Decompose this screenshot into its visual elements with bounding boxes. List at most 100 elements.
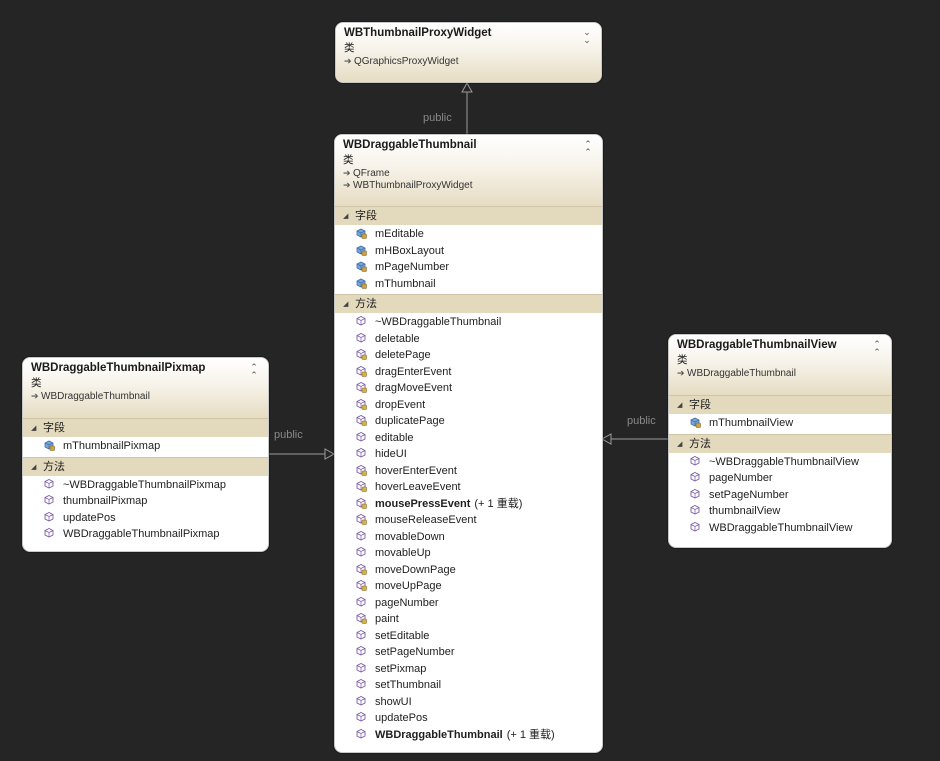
protected-method-icon xyxy=(355,398,367,410)
public-method-icon xyxy=(355,332,367,344)
method-item[interactable]: setPageNumber xyxy=(669,487,891,504)
field-item[interactable]: mThumbnailView xyxy=(669,415,891,432)
fields-section-header[interactable]: ◢字段 xyxy=(23,418,268,437)
overload-count: (+ 1 重载) xyxy=(506,728,555,741)
method-item[interactable]: showUI xyxy=(335,694,602,711)
public-method-icon xyxy=(355,629,367,641)
method-name: hoverLeaveEvent xyxy=(375,481,461,493)
class-kind: 类 xyxy=(677,354,688,366)
method-name: dragEnterEvent xyxy=(375,365,452,378)
chevron-double-down-icon[interactable]: ⌄⌄ xyxy=(583,27,591,45)
fields-section-header[interactable]: ◢字段 xyxy=(669,395,891,414)
method-item[interactable]: hideUI xyxy=(335,446,602,463)
method-item[interactable]: movableUp xyxy=(335,545,602,562)
public-method-icon xyxy=(689,455,701,467)
field-name: mThumbnailPixmap xyxy=(63,440,161,452)
method-item[interactable]: moveUpPage xyxy=(335,578,602,595)
method-item[interactable]: WBDraggableThumbnailPixmap xyxy=(23,526,268,543)
class-box-proxy[interactable]: WBThumbnailProxyWidget 类 ➔QGraphicsProxy… xyxy=(335,22,602,83)
method-name: setThumbnail xyxy=(375,679,442,691)
method-item[interactable]: mousePressEvent(+ 1 重载) xyxy=(335,496,602,513)
method-name: ~WBDraggableThumbnailView xyxy=(709,455,859,468)
base-class-item: ➔QGraphicsProxyWidget xyxy=(344,56,459,67)
class-name: WBDraggableThumbnailPixmap xyxy=(31,362,206,374)
inheritance-arrowhead-top xyxy=(461,81,473,93)
field-name: mHBoxLayout xyxy=(375,244,445,257)
method-item[interactable]: WBDraggableThumbnailView xyxy=(669,520,891,537)
inheritance-arrowhead-right xyxy=(600,433,612,445)
class-name: WBDraggableThumbnailView xyxy=(677,339,837,351)
method-item[interactable]: dragEnterEvent xyxy=(335,364,602,381)
public-method-icon xyxy=(689,488,701,500)
field-item[interactable]: mThumbnailPixmap xyxy=(23,438,268,455)
public-method-icon xyxy=(355,728,367,740)
public-method-icon xyxy=(355,695,367,707)
methods-section-header[interactable]: ◢方法 xyxy=(335,294,602,313)
public-method-icon xyxy=(689,504,701,516)
method-item[interactable]: setPixmap xyxy=(335,661,602,678)
method-name: moveUpPage xyxy=(375,580,442,592)
method-name: showUI xyxy=(375,695,412,708)
method-name: setPageNumber xyxy=(375,646,455,658)
class-header-view: WBDraggableThumbnailView 类 ➔WBDraggableT… xyxy=(669,335,891,395)
base-class-item: ➔QFrame xyxy=(343,168,390,179)
methods-section-header[interactable]: ◢方法 xyxy=(669,433,891,453)
method-item[interactable]: duplicatePage xyxy=(335,413,602,430)
method-item[interactable]: movableDown xyxy=(335,529,602,546)
method-item[interactable]: deletable xyxy=(335,331,602,348)
chevron-double-up-icon[interactable]: ⌃⌃ xyxy=(250,362,258,380)
inherits-arrow-icon: ➔ xyxy=(677,368,685,378)
method-item[interactable]: WBDraggableThumbnail(+ 1 重载) xyxy=(335,727,602,744)
class-header-main: WBDraggableThumbnail 类 ➔QFrame ➔WBThumbn… xyxy=(335,135,602,206)
field-item[interactable]: mHBoxLayout xyxy=(335,243,602,260)
class-name: WBThumbnailProxyWidget xyxy=(344,27,492,39)
method-name: WBDraggableThumbnailView xyxy=(709,521,853,534)
method-name: movableDown xyxy=(375,530,445,543)
method-item[interactable]: hoverLeaveEvent xyxy=(335,479,602,496)
method-name: updatePos xyxy=(63,511,116,524)
chevron-double-up-icon[interactable]: ⌃⌃ xyxy=(584,139,592,157)
method-item[interactable]: setPageNumber xyxy=(335,644,602,661)
overload-count: (+ 1 重载) xyxy=(474,497,523,510)
method-name: pageNumber xyxy=(375,596,439,609)
method-item[interactable]: dragMoveEvent xyxy=(335,380,602,397)
public-method-icon xyxy=(43,494,55,506)
method-item[interactable]: mouseReleaseEvent xyxy=(335,512,602,529)
field-icon xyxy=(689,416,701,428)
protected-method-icon xyxy=(355,612,367,624)
method-item[interactable]: moveDownPage xyxy=(335,562,602,579)
method-item[interactable]: ~WBDraggableThumbnailPixmap xyxy=(23,477,268,494)
method-name: WBDraggableThumbnailPixmap xyxy=(63,528,220,540)
fields-section-header[interactable]: ◢字段 xyxy=(335,206,602,225)
field-item[interactable]: mThumbnail xyxy=(335,276,602,293)
method-item[interactable]: setEditable xyxy=(335,628,602,645)
method-item[interactable]: editable xyxy=(335,430,602,447)
method-item[interactable]: ~WBDraggableThumbnail xyxy=(335,314,602,331)
public-method-icon xyxy=(689,521,701,533)
method-item[interactable]: setThumbnail xyxy=(335,677,602,694)
method-item[interactable]: deletePage xyxy=(335,347,602,364)
method-item[interactable]: thumbnailView xyxy=(669,503,891,520)
method-item[interactable]: updatePos xyxy=(335,710,602,727)
chevron-double-up-icon[interactable]: ⌃⌃ xyxy=(873,339,881,357)
field-item[interactable]: mPageNumber xyxy=(335,259,602,276)
method-item[interactable]: updatePos xyxy=(23,510,268,527)
field-item[interactable]: mEditable xyxy=(335,226,602,243)
expand-triangle-icon: ◢ xyxy=(677,402,683,409)
method-item[interactable]: thumbnailPixmap xyxy=(23,493,268,510)
method-item[interactable]: pageNumber xyxy=(669,470,891,487)
field-icon xyxy=(355,227,367,239)
method-item[interactable]: paint xyxy=(335,611,602,628)
method-name: duplicatePage xyxy=(375,415,445,427)
method-name: thumbnailView xyxy=(709,505,781,517)
method-item[interactable]: pageNumber xyxy=(335,595,602,612)
protected-method-icon xyxy=(355,579,367,591)
method-item[interactable]: dropEvent xyxy=(335,397,602,414)
method-item[interactable]: hoverEnterEvent xyxy=(335,463,602,480)
methods-section-header[interactable]: ◢方法 xyxy=(23,456,268,476)
edge-label-right: public xyxy=(627,415,656,427)
inherits-arrow-icon: ➔ xyxy=(343,180,351,190)
method-item[interactable]: ~WBDraggableThumbnailView xyxy=(669,454,891,471)
expand-triangle-icon: ◢ xyxy=(343,301,349,308)
class-box-view: WBDraggableThumbnailView 类 ➔ WBDraggableT… xyxy=(668,334,892,548)
